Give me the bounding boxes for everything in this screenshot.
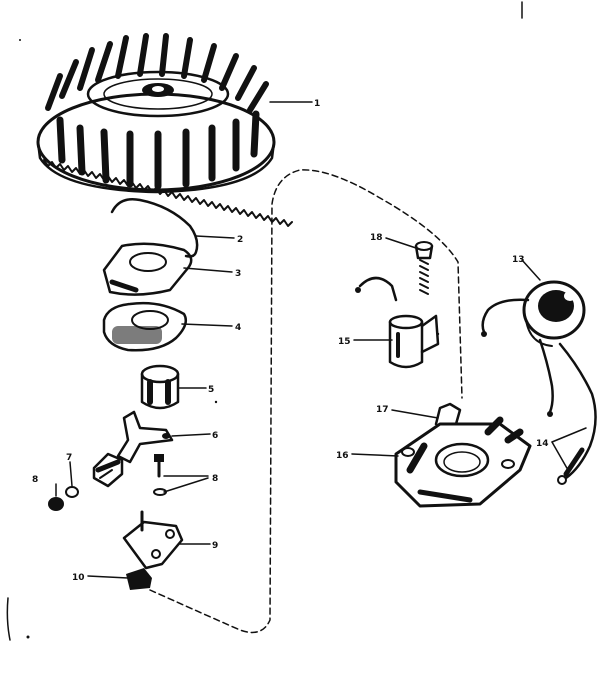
breaker-bracket <box>122 510 184 570</box>
breaker-arm <box>116 410 174 464</box>
callout-2: 2 <box>237 235 243 245</box>
gasket <box>102 301 187 352</box>
callout-15: 15 <box>338 337 351 347</box>
assembly-boundary <box>149 169 463 634</box>
screw <box>153 454 167 496</box>
callout-7: 7 <box>66 453 72 463</box>
flywheel <box>36 33 293 227</box>
callout-3: 3 <box>235 269 241 279</box>
spring-clip <box>110 198 199 258</box>
ignition-coil <box>522 280 586 347</box>
leader-lines <box>55 101 587 579</box>
callout-8-left: 8 <box>32 475 38 485</box>
callout-17: 17 <box>376 405 389 415</box>
callout-14: 14 <box>536 439 549 449</box>
callout-1: 1 <box>314 99 320 109</box>
condenser <box>355 276 440 369</box>
cover-plate <box>102 242 193 296</box>
coil-leads <box>481 298 597 485</box>
callout-labels: 1 2 3 4 5 6 7 8 8 9 10 13 14 15 16 17 18 <box>32 99 549 583</box>
callout-16: 16 <box>336 451 349 461</box>
callout-8-right: 8 <box>212 474 218 484</box>
washer <box>65 486 79 498</box>
nut <box>48 497 64 511</box>
callout-4: 4 <box>235 323 241 333</box>
cam <box>140 364 180 410</box>
breaker-box <box>394 402 532 508</box>
callout-5: 5 <box>208 385 214 395</box>
condenser-screw <box>414 241 434 295</box>
callout-18: 18 <box>370 233 383 243</box>
contact-block <box>92 452 124 488</box>
callout-6: 6 <box>212 431 218 441</box>
callout-9: 9 <box>212 541 218 551</box>
scan-marks <box>6 1 523 641</box>
callout-13: 13 <box>512 255 525 265</box>
felt-wick <box>126 568 152 590</box>
callout-10: 10 <box>72 573 85 583</box>
